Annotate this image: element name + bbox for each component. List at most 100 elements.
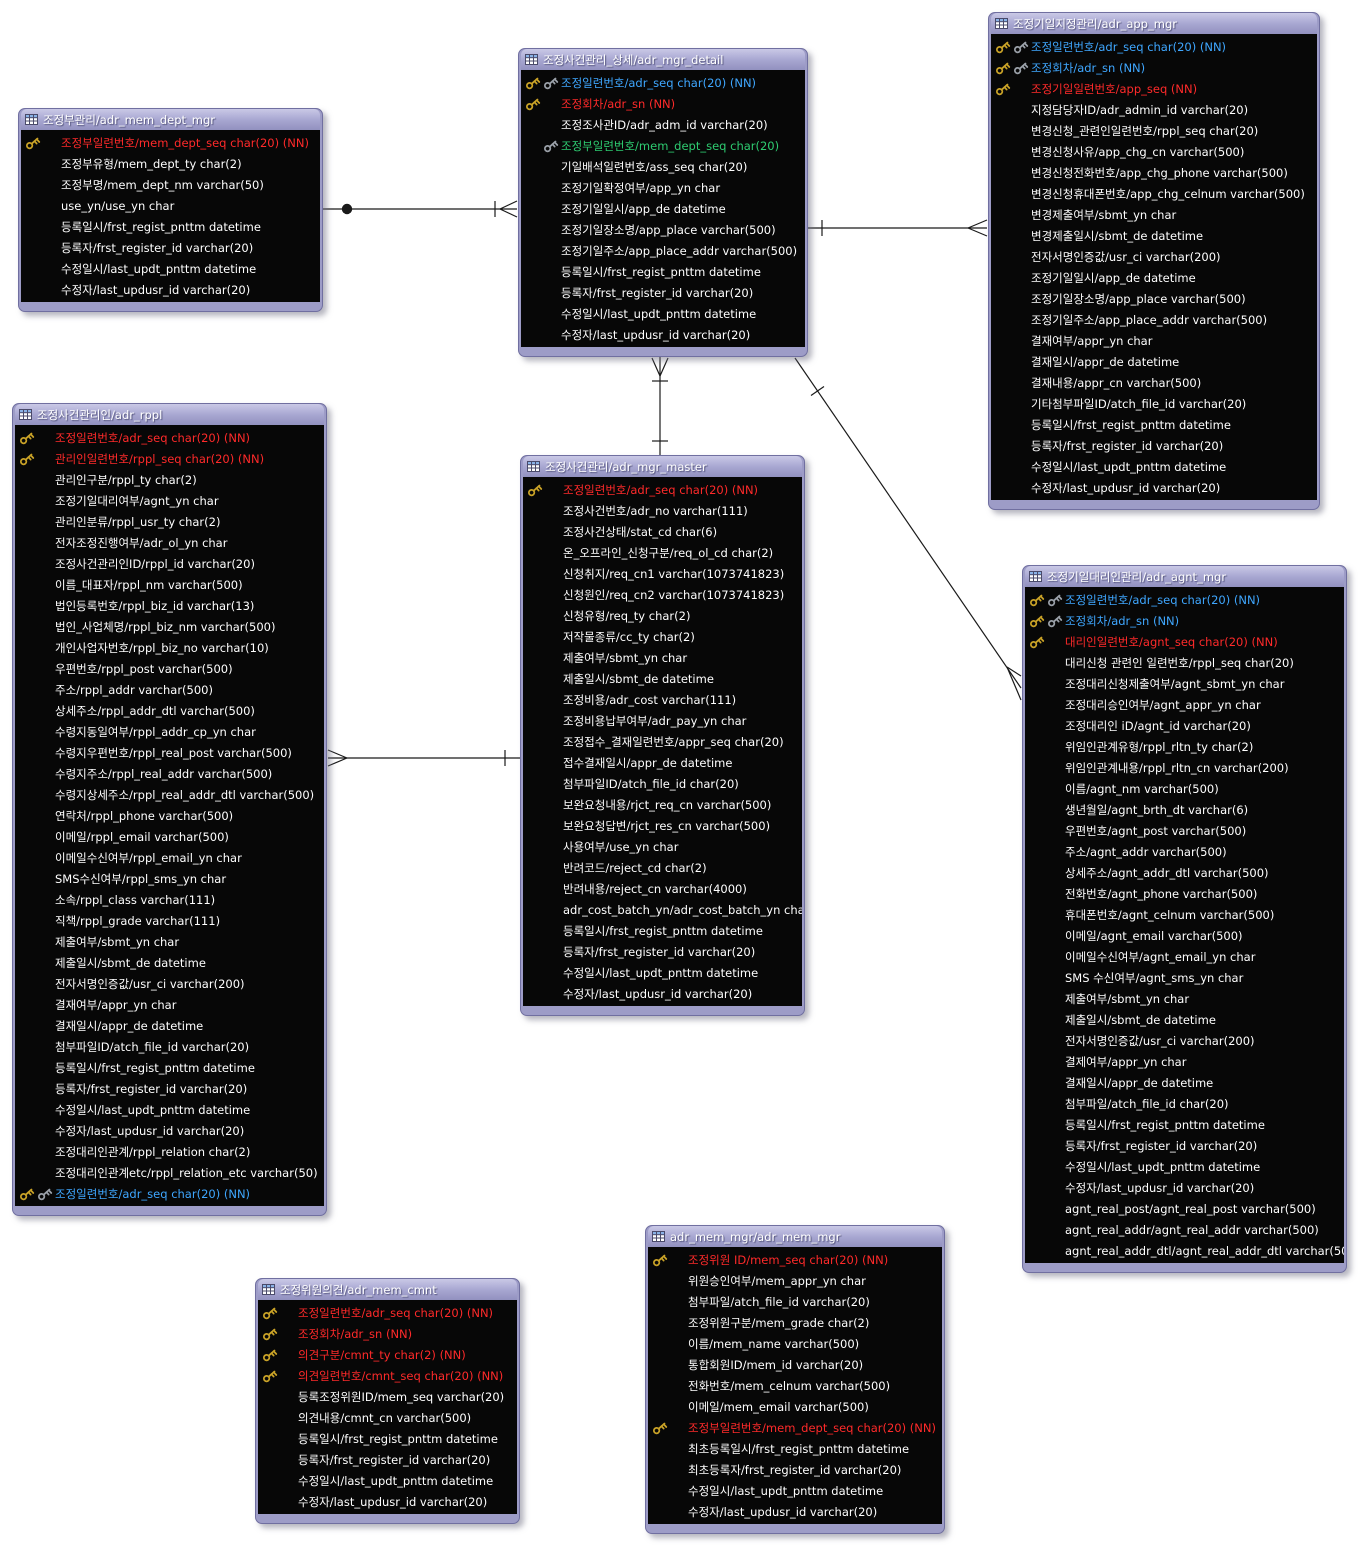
column-row[interactable]: 전자조정진행여부/adr_ol_yn char xyxy=(15,532,324,553)
entity-header[interactable]: 조정부관리/adr_mem_dept_mgr xyxy=(21,109,320,130)
column-row[interactable]: 조정일련번호/adr_seq char(20) (NN) xyxy=(991,36,1317,57)
column-row[interactable]: 제출일시/sbmt_de datetime xyxy=(15,952,324,973)
column-row[interactable]: 조정일련번호/adr_seq char(20) (NN) xyxy=(521,72,805,93)
column-row[interactable]: 결재내용/appr_cn varchar(500) xyxy=(991,372,1317,393)
entity-header[interactable]: adr_mem_mgr/adr_mem_mgr xyxy=(648,1226,942,1247)
column-row[interactable]: 전자서명인증값/usr_ci varchar(200) xyxy=(991,246,1317,267)
column-row[interactable]: 신청취지/req_cn1 varchar(1073741823) xyxy=(523,563,802,584)
column-row[interactable]: 법인등록번호/rppl_biz_id varchar(13) xyxy=(15,595,324,616)
column-row[interactable]: 제출일시/sbmt_de datetime xyxy=(523,668,802,689)
column-row[interactable]: 주소/agnt_addr varchar(500) xyxy=(1025,841,1344,862)
column-row[interactable]: 사용여부/use_yn char xyxy=(523,836,802,857)
column-row[interactable]: 조정부유형/mem_dept_ty char(2) xyxy=(21,153,320,174)
column-row[interactable]: 의견내용/cmnt_cn varchar(500) xyxy=(258,1407,517,1428)
column-row[interactable]: 제출일시/sbmt_de datetime xyxy=(1025,1009,1344,1030)
column-row[interactable]: 지정담당자ID/adr_admin_id varchar(20) xyxy=(991,99,1317,120)
column-row[interactable]: 수정일시/last_updt_pnttm datetime xyxy=(648,1480,942,1501)
column-row[interactable]: 첨부파일/atch_file_id varchar(20) xyxy=(648,1291,942,1312)
column-row[interactable]: 수정자/last_updusr_id varchar(20) xyxy=(258,1491,517,1512)
column-row[interactable]: 상세주소/rppl_addr_dtl varchar(500) xyxy=(15,700,324,721)
column-row[interactable]: 수정일시/last_updt_pnttm datetime xyxy=(15,1099,324,1120)
column-row[interactable]: 최초등록일시/frst_regist_pnttm datetime xyxy=(648,1438,942,1459)
column-row[interactable]: 수정일시/last_updt_pnttm datetime xyxy=(523,962,802,983)
column-row[interactable]: 등록자/frst_register_id varchar(20) xyxy=(523,941,802,962)
column-row[interactable]: 신청유형/req_ty char(2) xyxy=(523,605,802,626)
column-row[interactable]: 조정부일련번호/mem_dept_seq char(20) (NN) xyxy=(21,132,320,153)
column-row[interactable]: 조정기일일시/app_de datetime xyxy=(521,198,805,219)
column-row[interactable]: 관리인분류/rppl_usr_ty char(2) xyxy=(15,511,324,532)
column-row[interactable]: 조정사건번호/adr_no varchar(111) xyxy=(523,500,802,521)
column-row[interactable]: 조정기일주소/app_place_addr varchar(500) xyxy=(521,240,805,261)
column-row[interactable]: 조정비용/adr_cost varchar(111) xyxy=(523,689,802,710)
column-row[interactable]: 수령지동일여부/rppl_addr_cp_yn char xyxy=(15,721,324,742)
entity-header[interactable]: 조정사건관리_상세/adr_mgr_detail xyxy=(521,49,805,70)
column-row[interactable]: 조정위원구분/mem_grade char(2) xyxy=(648,1312,942,1333)
column-row[interactable]: 변경제출여부/sbmt_yn char xyxy=(991,204,1317,225)
column-row[interactable]: 조정사건관리인ID/rppl_id varchar(20) xyxy=(15,553,324,574)
column-row[interactable]: 이메일/mem_email varchar(500) xyxy=(648,1396,942,1417)
entity-header[interactable]: 조정위원의견/adr_mem_cmnt xyxy=(258,1279,517,1300)
column-row[interactable]: 수정자/last_updusr_id varchar(20) xyxy=(21,279,320,300)
column-row[interactable]: 조정대리인 iD/agnt_id varchar(20) xyxy=(1025,715,1344,736)
column-row[interactable]: 조정기일확정여부/app_yn char xyxy=(521,177,805,198)
column-row[interactable]: 전화번호/agnt_phone varchar(500) xyxy=(1025,883,1344,904)
column-row[interactable]: 수정자/last_updusr_id varchar(20) xyxy=(1025,1177,1344,1198)
column-row[interactable]: 조정회차/adr_sn (NN) xyxy=(1025,610,1344,631)
column-row[interactable]: 온_오프라인_신청구분/req_ol_cd char(2) xyxy=(523,542,802,563)
column-row[interactable]: 접수결재일시/appr_de datetime xyxy=(523,752,802,773)
column-row[interactable]: 이메일수신여부/agnt_email_yn char xyxy=(1025,946,1344,967)
column-row[interactable]: 보완요청답변/rjct_res_cn varchar(500) xyxy=(523,815,802,836)
column-row[interactable]: SMS수신여부/rppl_sms_yn char xyxy=(15,868,324,889)
column-row[interactable]: 등록자/frst_register_id varchar(20) xyxy=(21,237,320,258)
column-row[interactable]: 조정일련번호/adr_seq char(20) (NN) xyxy=(15,427,324,448)
column-row[interactable]: 등록일시/frst_regist_pnttm datetime xyxy=(258,1428,517,1449)
column-row[interactable]: 조정조사관ID/adr_adm_id varchar(20) xyxy=(521,114,805,135)
column-row[interactable]: 조정기일주소/app_place_addr varchar(500) xyxy=(991,309,1317,330)
column-row[interactable]: 등록자/frst_register_id varchar(20) xyxy=(991,435,1317,456)
column-row[interactable]: 조정기일일시/app_de datetime xyxy=(991,267,1317,288)
column-row[interactable]: 수정일시/last_updt_pnttm datetime xyxy=(21,258,320,279)
column-row[interactable]: 수정일시/last_updt_pnttm datetime xyxy=(991,456,1317,477)
column-row[interactable]: 등록일시/frst_regist_pnttm datetime xyxy=(15,1057,324,1078)
column-row[interactable]: 조정기일대리여부/agnt_yn char xyxy=(15,490,324,511)
column-row[interactable]: 전자서명인증값/usr_ci varchar(200) xyxy=(1025,1030,1344,1051)
column-row[interactable]: 우편번호/rppl_post varchar(500) xyxy=(15,658,324,679)
column-row[interactable]: 반려코드/reject_cd char(2) xyxy=(523,857,802,878)
column-row[interactable]: 조정일련번호/adr_seq char(20) (NN) xyxy=(15,1183,324,1204)
column-row[interactable]: 조정기일장소명/app_place varchar(500) xyxy=(521,219,805,240)
column-row[interactable]: 이메일/rppl_email varchar(500) xyxy=(15,826,324,847)
column-row[interactable]: 수령지우편번호/rppl_real_post varchar(500) xyxy=(15,742,324,763)
entity-header[interactable]: 조정기일지정관리/adr_app_mgr xyxy=(991,13,1317,34)
column-row[interactable]: 등록일시/frst_regist_pnttm datetime xyxy=(991,414,1317,435)
column-row[interactable]: 이름/mem_name varchar(500) xyxy=(648,1333,942,1354)
column-row[interactable]: 이메일수신여부/rppl_email_yn char xyxy=(15,847,324,868)
column-row[interactable]: 변경제출일시/sbmt_de datetime xyxy=(991,225,1317,246)
column-row[interactable]: 주소/rppl_addr varchar(500) xyxy=(15,679,324,700)
column-row[interactable]: 변경신청사유/app_chg_cn varchar(500) xyxy=(991,141,1317,162)
column-row[interactable]: 결제여부/appr_yn char xyxy=(1025,1051,1344,1072)
column-row[interactable]: 변경신청휴대폰번호/app_chg_celnum varchar(500) xyxy=(991,183,1317,204)
column-row[interactable]: 조정대리승인여부/agnt_appr_yn char xyxy=(1025,694,1344,715)
column-row[interactable]: 조정회차/adr_sn (NN) xyxy=(258,1323,517,1344)
column-row[interactable]: 상세주소/agnt_addr_dtl varchar(500) xyxy=(1025,862,1344,883)
column-row[interactable]: 관리인일련번호/rppl_seq char(20) (NN) xyxy=(15,448,324,469)
column-row[interactable]: 조정회차/adr_sn (NN) xyxy=(991,57,1317,78)
column-row[interactable]: 등록일시/frst_regist_pnttm datetime xyxy=(523,920,802,941)
column-row[interactable]: 등록자/frst_register_id varchar(20) xyxy=(521,282,805,303)
column-row[interactable]: 결재여부/appr_yn char xyxy=(15,994,324,1015)
column-row[interactable]: 보완요청내용/rjct_req_cn varchar(500) xyxy=(523,794,802,815)
column-row[interactable]: 반려내용/reject_cn varchar(4000) xyxy=(523,878,802,899)
column-row[interactable]: 조정회차/adr_sn (NN) xyxy=(521,93,805,114)
column-row[interactable]: 생년월일/agnt_brth_dt varchar(6) xyxy=(1025,799,1344,820)
column-row[interactable]: 조정대리인관계etc/rppl_relation_etc varchar(50) xyxy=(15,1162,324,1183)
column-row[interactable]: 수정자/last_updusr_id varchar(20) xyxy=(521,324,805,345)
column-row[interactable]: 위임인관계내용/rppl_rltn_cn varchar(200) xyxy=(1025,757,1344,778)
column-row[interactable]: 대리인일련번호/agnt_seq char(20) (NN) xyxy=(1025,631,1344,652)
relationship-mgr-detail-to-mgr-master[interactable] xyxy=(651,357,669,456)
relationship-mgr-detail-to-app-mgr[interactable] xyxy=(808,219,988,237)
column-row[interactable]: 기일배석일련번호/ass_seq char(20) xyxy=(521,156,805,177)
